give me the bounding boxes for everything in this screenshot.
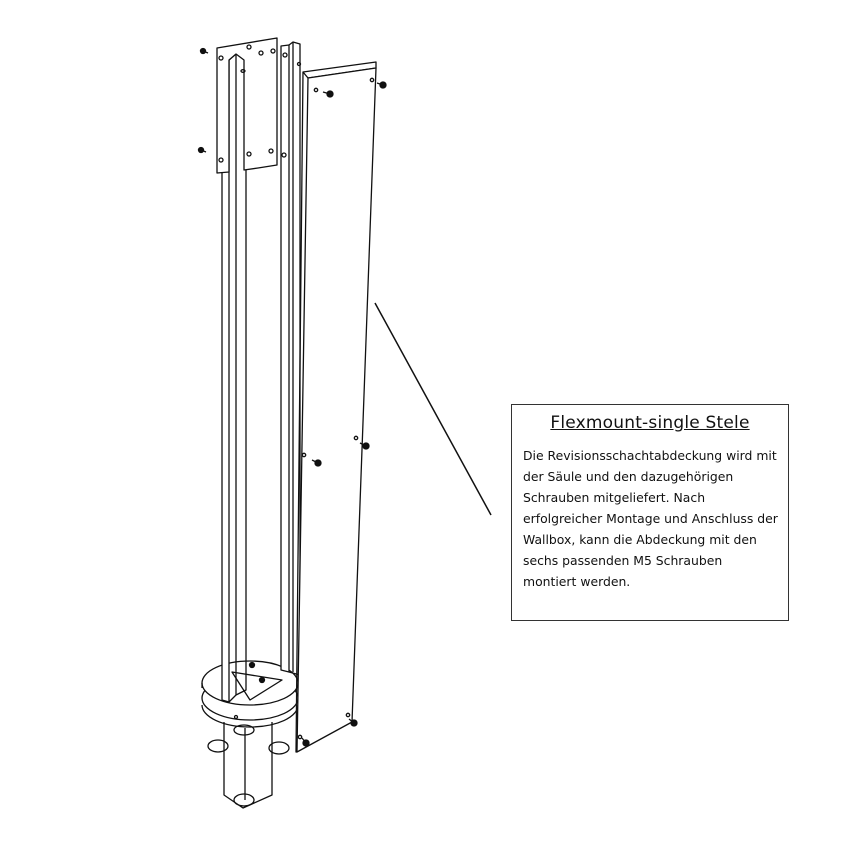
callout-leader-line	[374, 302, 492, 516]
ground-tube	[207, 722, 290, 809]
mounting-plate	[216, 37, 288, 174]
revision-cover-panel	[295, 61, 377, 753]
callout-body: Die Revisionsschachtabdeckung wird mit d…	[523, 448, 778, 589]
callout-title: Flexmount-single Stele	[550, 413, 750, 433]
m5-screws	[197, 47, 387, 747]
callout-box: Flexmount-single Stele Die Revisionsscha…	[511, 404, 789, 621]
